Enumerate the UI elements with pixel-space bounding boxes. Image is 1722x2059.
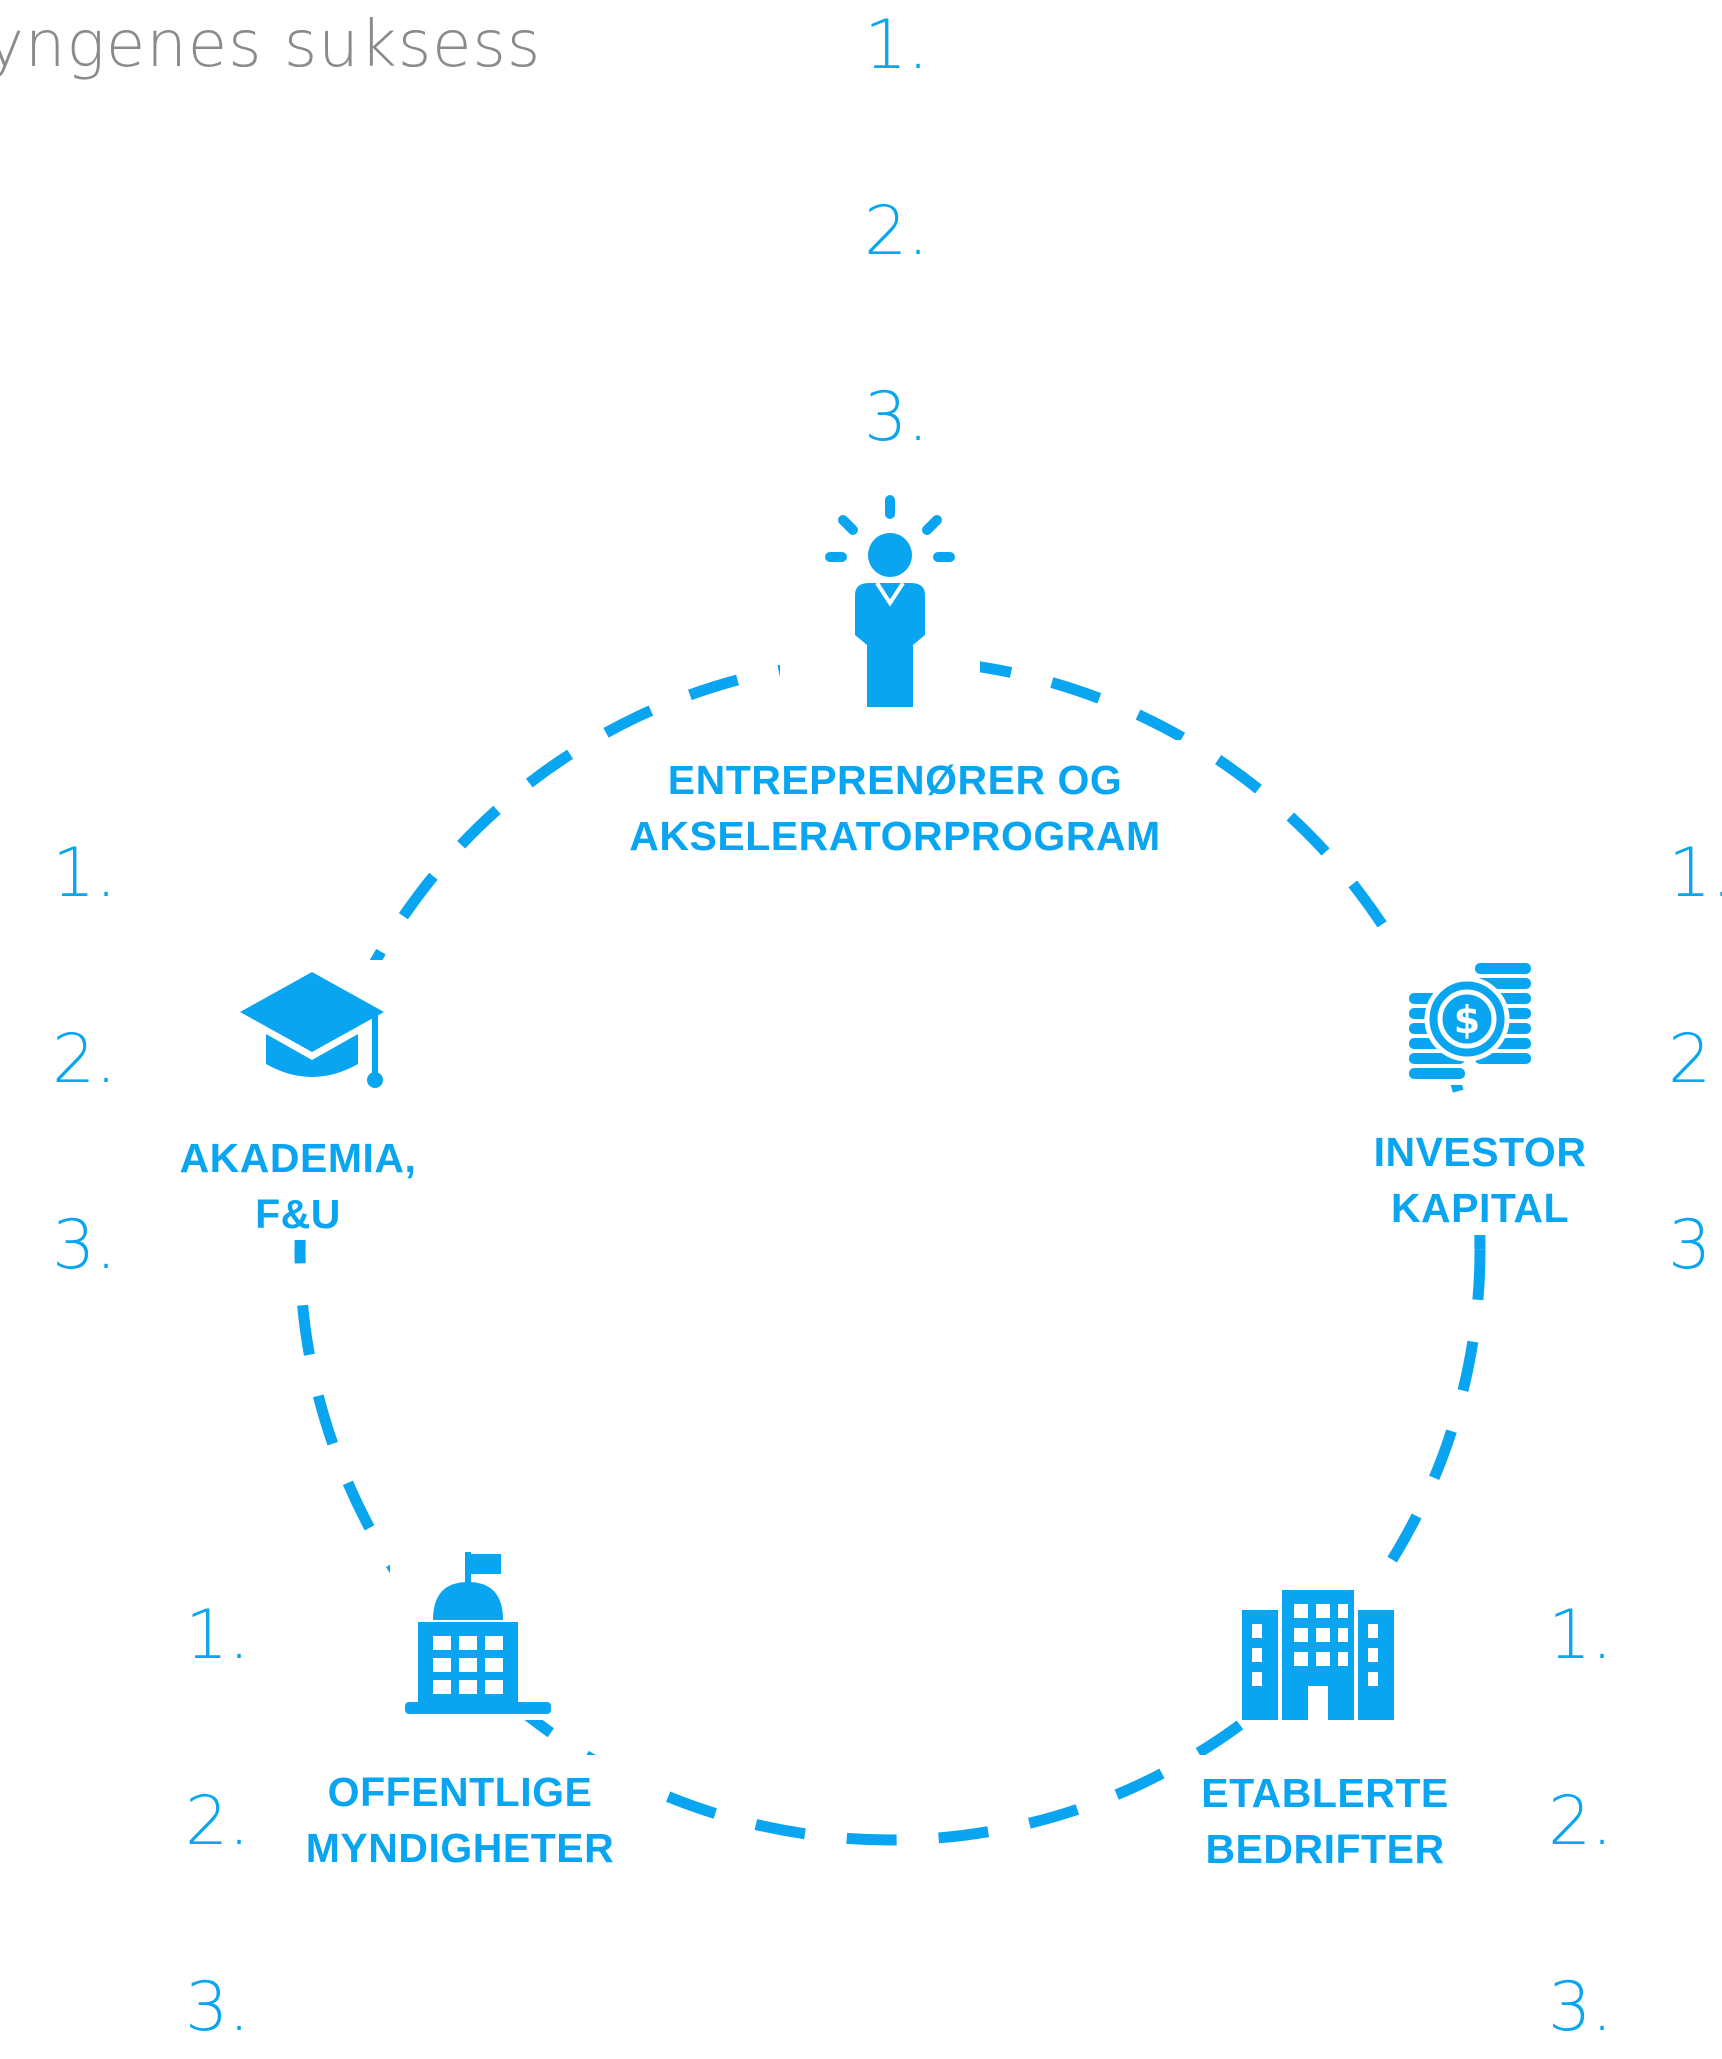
coins-dollar-icon: $ [1409,963,1531,1079]
point-number: 2. [864,192,929,271]
point-number: 1. [52,834,117,913]
office-building-icon [1242,1590,1394,1720]
point-number: 1. [864,6,929,85]
point-number: 3. [185,1968,250,2047]
point-number: 3. [864,378,929,457]
point-number: 3. [1548,1968,1613,2047]
node-label-akademia: AKADEMIA,F&U [179,1135,417,1237]
point-number: 3 [1668,1206,1712,1285]
point-number: 2. [185,1782,250,1861]
svg-text:$: $ [1454,998,1480,1042]
person-idea-icon [825,495,955,707]
point-number: 1. [1668,834,1722,913]
government-building-icon [405,1552,551,1714]
point-number: 1. [185,1596,250,1675]
point-number: 1. [1548,1596,1613,1675]
point-number: 3. [52,1206,117,1285]
point-number: 2. [1548,1782,1613,1861]
diagram-title: yngenes suksess [0,8,542,82]
point-number: 2. [52,1020,117,1099]
graduation-cap-icon [240,972,384,1088]
point-number: 2 [1668,1020,1712,1099]
